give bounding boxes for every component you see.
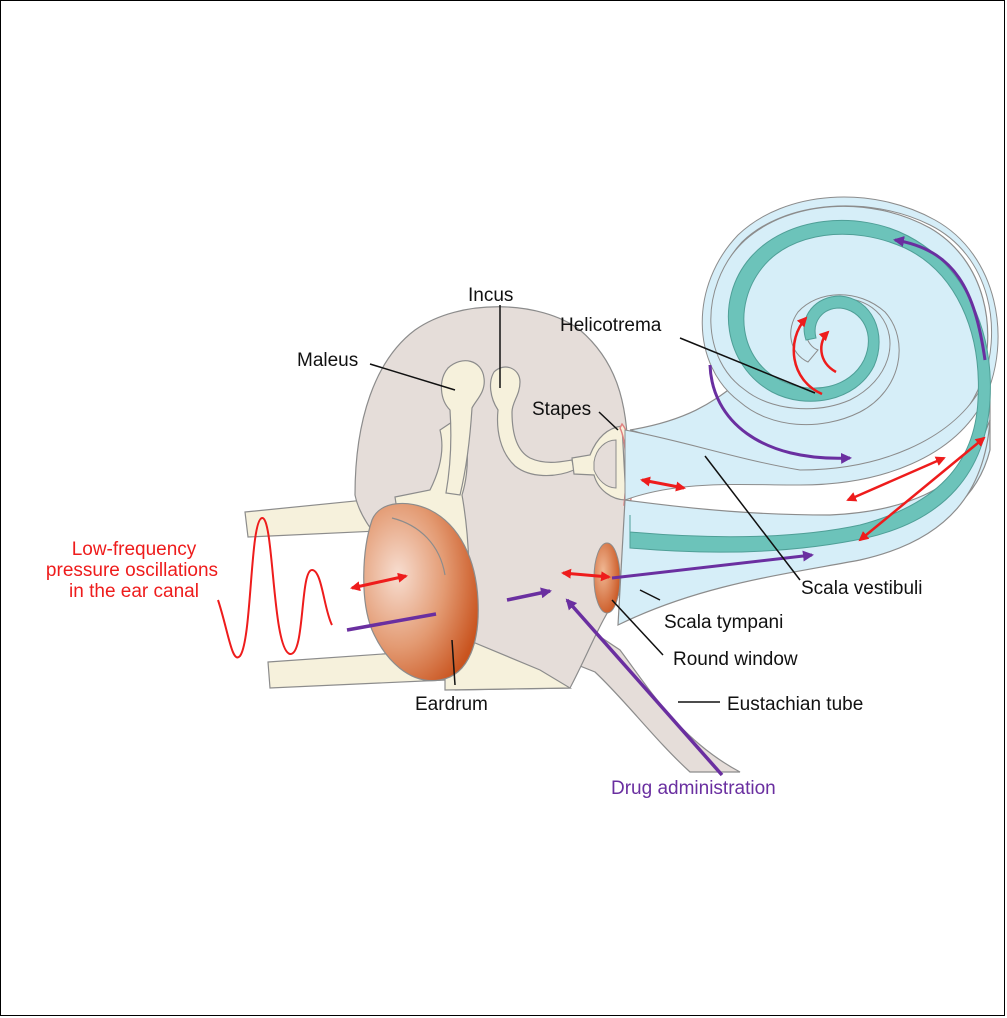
label-drug-administration: Drug administration (611, 778, 776, 799)
label-helicotrema: Helicotrema (560, 315, 662, 336)
label-pressure-line2: pressure oscillations (46, 560, 218, 581)
label-scala-tympani: Scala tympani (664, 612, 783, 633)
label-maleus: Maleus (297, 350, 358, 371)
label-incus: Incus (468, 285, 513, 306)
label-eardrum: Eardrum (415, 694, 488, 715)
label-stapes: Stapes (532, 399, 591, 420)
label-pressure-line1: Low-frequency (72, 539, 197, 560)
pressure-wave (218, 518, 332, 657)
label-eustachian-tube: Eustachian tube (727, 694, 863, 715)
label-pressure-line3: in the ear canal (69, 581, 199, 602)
label-round-window: Round window (673, 649, 798, 670)
label-scala-vestibuli: Scala vestibuli (801, 578, 922, 599)
